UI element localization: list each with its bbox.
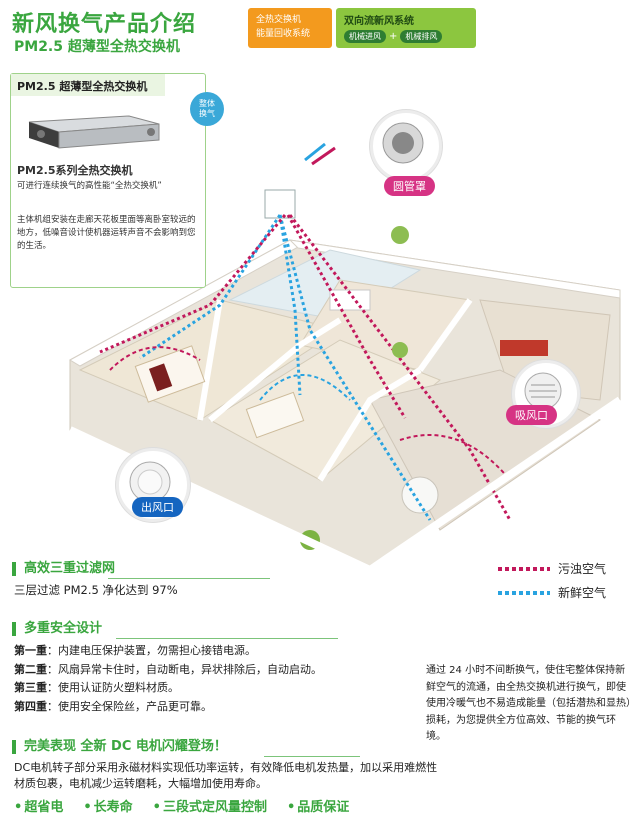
intro-box: PM2.5 超薄型全热交换机 PM2.5系列全热交换机 可进行连续换气的高性能“… xyxy=(10,73,206,288)
page-subtitle: PM2.5 超薄型全热交换机 xyxy=(14,39,180,55)
feature-item: •品质保证 xyxy=(286,800,350,815)
bathroom-floor xyxy=(228,249,422,321)
bedroom-air-flow xyxy=(109,346,201,371)
dual-flow-title: 双向流新风系统 xyxy=(344,16,414,27)
dirty-air-swatch xyxy=(498,566,550,571)
exhaust-arrow xyxy=(311,146,336,166)
feature-item: •超省电 xyxy=(14,800,64,815)
bed-runner xyxy=(148,363,173,392)
interior-wall-4 xyxy=(417,298,473,372)
heat-exchanger-tag: 全热交换机 能量回收系统 xyxy=(248,8,332,48)
fresh-air-duct-2 xyxy=(278,214,302,396)
motor-section-rule xyxy=(264,756,360,757)
exchanger-unit-image xyxy=(28,115,160,149)
filter-section-title: 高效三重过滤网 xyxy=(12,562,115,576)
safety-section-title: 多重安全设计 xyxy=(12,622,102,636)
filter-section-rule xyxy=(108,578,270,579)
series-name: PM2.5系列全热交换机 xyxy=(17,164,133,177)
plant-1 xyxy=(391,226,409,244)
fresh-inlet-arrow xyxy=(304,142,326,162)
mechanical-intake-pill: 机械进风 xyxy=(344,30,386,43)
installation-description: 主体机组安装在走廊天花板里面等离卧室较远的地方，低噪音设计使机器运转声音不会影响… xyxy=(17,215,196,251)
interior-wall-2 xyxy=(208,317,342,423)
page-title: 新风换气产品介绍 xyxy=(12,12,197,37)
safety-list: 第一重：内建电压保护装置，勿需担心接错电源。 第二重：风扇异常卡住时，自动断电，… xyxy=(14,642,322,716)
fresh-air-swatch xyxy=(498,590,550,595)
bed xyxy=(134,345,206,403)
round-pipe-cover-label: 圆管罩 xyxy=(384,176,435,196)
dirty-air-duct-2 xyxy=(286,214,407,419)
safety-row: 第二重：风扇异常卡住时，自动断电，异状排除后，自动启动。 xyxy=(14,662,322,676)
air-outlet-label: 出风口 xyxy=(132,497,183,517)
feature-item: •长寿命 xyxy=(83,800,133,815)
motor-section-title: 完美表现 全新 DC 电机闪耀登场！ xyxy=(12,740,227,754)
legend-fresh-label: 新鲜空气 xyxy=(558,586,607,600)
legend-fresh-air: 新鲜空气 xyxy=(498,584,606,601)
house-illustration xyxy=(68,142,623,575)
east-wall xyxy=(288,239,621,299)
interior-wall-3 xyxy=(317,367,422,482)
air-inlet-label: 吸风口 xyxy=(506,405,557,425)
filter-section-body: 三层过滤 PM2.5 净化达到 97% xyxy=(14,583,178,597)
whole-house-ventilation-badge: 整体 换气 xyxy=(190,92,224,126)
feature-item: •三段式定风量控制 xyxy=(152,800,267,815)
dual-flow-tag: 双向流新风系统 机械进风 + 机械排风 xyxy=(336,8,476,48)
interior-wall-1 xyxy=(197,299,223,421)
intro-title: PM2.5 超薄型全热交换机 xyxy=(11,74,165,96)
mechanical-exhaust-pill: 机械排风 xyxy=(400,30,443,43)
plant-2 xyxy=(392,342,408,358)
second-bedroom-floor xyxy=(209,339,441,481)
round-pipe-cover-image xyxy=(370,110,442,182)
safety-section-rule xyxy=(116,638,338,639)
round-table xyxy=(401,476,439,514)
legend-dirty-air: 污浊空气 xyxy=(498,560,606,577)
safety-row: 第一重：内建电压保护装置，勿需担心接错电源。 xyxy=(14,644,256,657)
feature-list: •超省电 •长寿命 •三段式定风量控制 •品质保证 xyxy=(14,796,349,815)
legend-dirty-label: 污浊空气 xyxy=(558,562,607,576)
series-description: 可进行连续换气的高性能“全热交换机” xyxy=(17,181,162,191)
motor-section-body: DC电机转子部分采用永磁材料实现低功率运转，有效降低电机发热量，加以采用难燃性材… xyxy=(14,761,438,790)
fresh-air-duct-1 xyxy=(139,214,282,360)
safety-row: 第四重：使用安全保险丝，产品更可靠。 xyxy=(14,699,212,713)
heat-exchanger-unit xyxy=(264,189,296,219)
safety-row: 第三重：使用认证防火塑料材质。 xyxy=(14,681,179,694)
kitchen-cabinet xyxy=(500,340,548,356)
second-bedroom-air-flow xyxy=(259,374,351,401)
ventilation-description: 通过 24 小时不间断换气，使住宅整体保持新鲜空气的流通，由全热交换机进行换气，… xyxy=(426,665,631,742)
dirty-air-duct-3 xyxy=(288,214,512,521)
living-room-air-flow xyxy=(399,434,511,481)
plus-sign: + xyxy=(389,31,398,42)
second-bed xyxy=(245,391,305,439)
tag-line-2: 能量回收系统 xyxy=(256,29,311,39)
tag-line-1: 全热交换机 xyxy=(256,15,302,25)
